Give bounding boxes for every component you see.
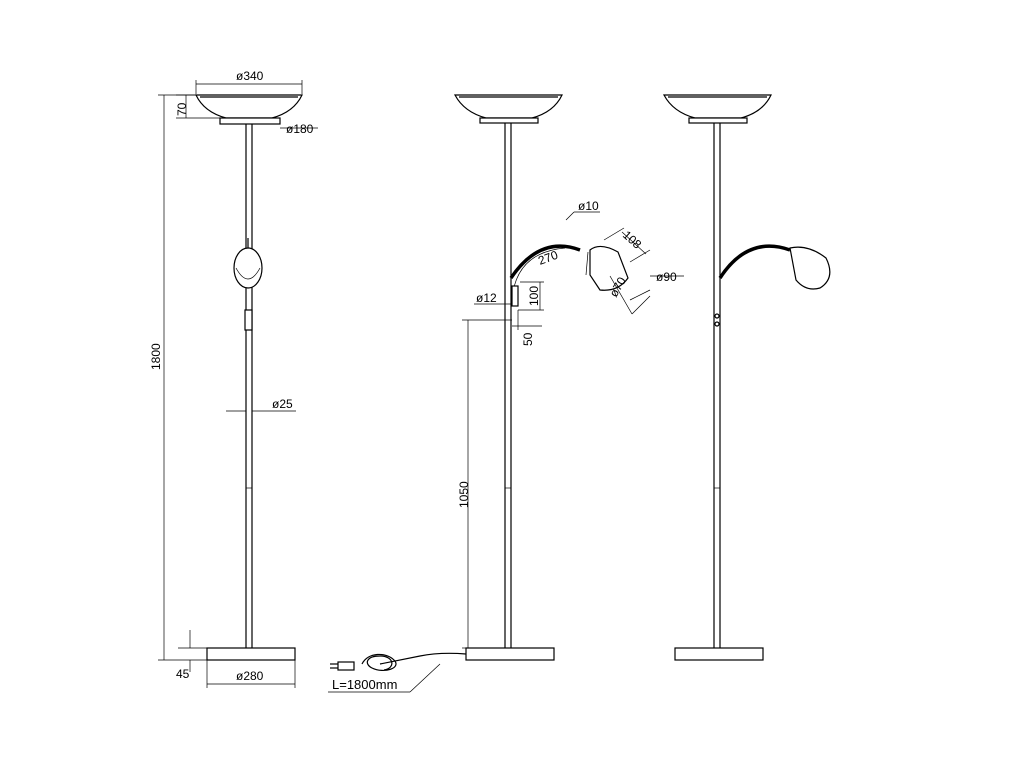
dim-total-height: 1800	[149, 343, 163, 370]
dim-arm-length: 270	[536, 248, 560, 268]
dim-switch-diameter: ø12	[476, 291, 497, 305]
lamp-front-view: ø340 70 ø180 1800 ø25 45 ø280	[149, 69, 318, 688]
dim-switch-depth: 50	[521, 332, 535, 346]
dim-base-diameter: ø280	[236, 669, 264, 683]
dim-arm-tube-diameter: ø10	[578, 199, 599, 213]
dim-shade-diameter: ø340	[236, 69, 264, 83]
dim-shade-height: 70	[175, 102, 189, 116]
dim-shade-base-diameter: ø180	[286, 122, 314, 136]
dim-reading-shade-length: 108	[620, 228, 644, 252]
dim-base-height: 45	[176, 667, 190, 681]
dim-switch-height: 1050	[457, 481, 471, 508]
dim-cable-length: L=1800mm	[332, 677, 397, 692]
dim-reading-shade-outer: ø90	[656, 270, 677, 284]
dim-pole-diameter: ø25	[272, 397, 293, 411]
lamp-side-view	[663, 94, 831, 661]
lamp-side-view-dimensioned: L=1800mm ø10 270 108 ø90 ø70 ø12 100 50	[328, 94, 684, 693]
dim-switch-offset: 100	[527, 286, 541, 306]
